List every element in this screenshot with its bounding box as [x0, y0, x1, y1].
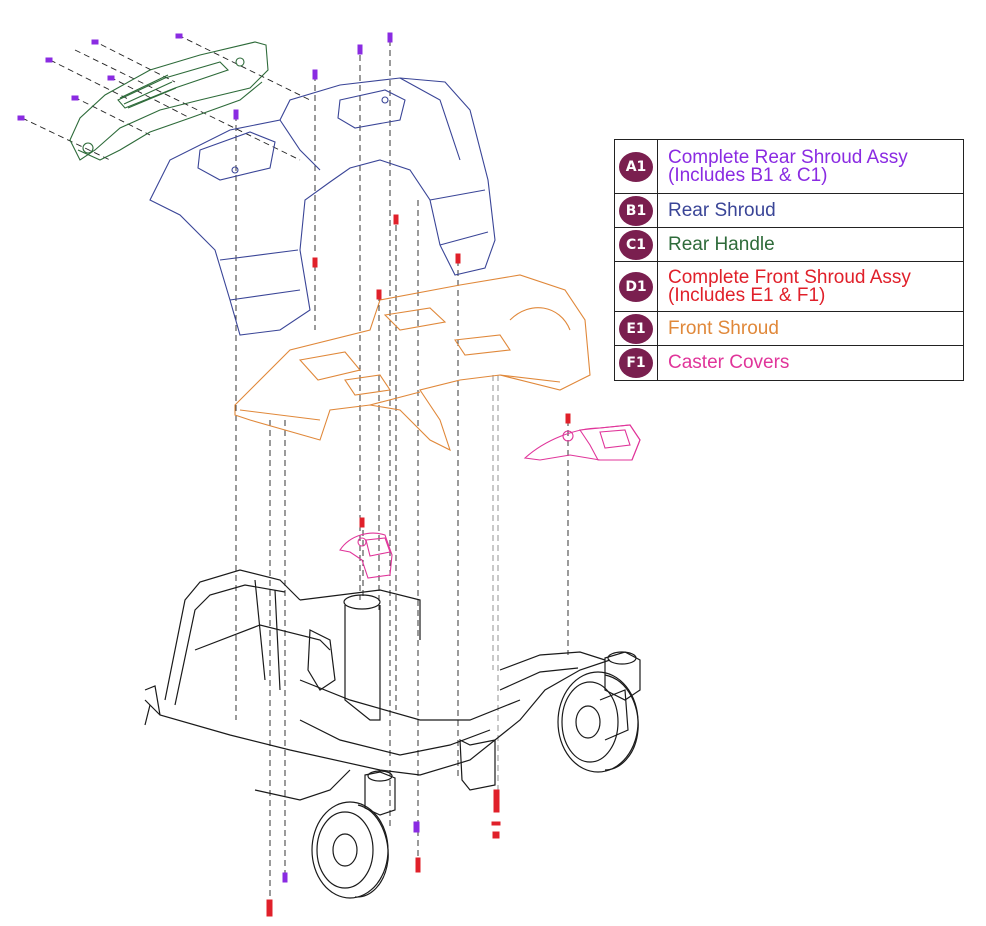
- screw: [312, 69, 318, 80]
- legend-label-d1: Complete Front Shroud Assy (Includes E1 …: [668, 266, 911, 306]
- screw: [45, 57, 53, 63]
- badge-f1: F1: [619, 348, 653, 378]
- screw: [266, 899, 273, 917]
- screw: [312, 257, 318, 268]
- badge-e1: E1: [619, 313, 653, 344]
- badge-b1: B1: [619, 195, 653, 226]
- legend-label-e1: Front Shroud: [668, 317, 779, 339]
- screw: [565, 413, 571, 424]
- assembly-guide-lines: [21, 34, 569, 905]
- legend-row-c1: C1 Rear Handle: [615, 228, 963, 262]
- screw: [376, 289, 382, 300]
- purple-screws: [17, 32, 420, 883]
- screw: [282, 872, 288, 883]
- rear-handle-part: [69, 41, 269, 161]
- legend-row-b1: B1 Rear Shroud: [615, 194, 963, 228]
- red-screws: [266, 214, 571, 917]
- screw: [17, 115, 25, 121]
- screw: [455, 253, 461, 264]
- legend-label-f1: Caster Covers: [668, 352, 790, 373]
- legend-label-a1: Complete Rear Shroud Assy (Includes B1 &…: [668, 146, 908, 186]
- badge-d1: D1: [619, 271, 653, 302]
- nut: [492, 831, 500, 839]
- legend-row-d1: D1 Complete Front Shroud Assy (Includes …: [615, 262, 963, 312]
- screw: [71, 95, 79, 101]
- front-left-wheel: [311, 801, 389, 899]
- screw: [393, 214, 399, 225]
- badge-c1: C1: [619, 229, 653, 260]
- parts-legend: A1 Complete Rear Shroud Assy (Includes B…: [614, 139, 964, 381]
- screw: [233, 109, 239, 120]
- screw: [91, 39, 99, 45]
- base-frame-part: [144, 569, 641, 816]
- screw: [107, 75, 115, 81]
- legend-row-f1: F1 Caster Covers: [615, 346, 963, 380]
- front-right-wheel: [557, 671, 639, 773]
- screw: [359, 517, 365, 528]
- legend-label-c1: Rear Handle: [668, 233, 775, 255]
- washer: [491, 821, 501, 826]
- screw: [387, 32, 393, 43]
- caster-cover-left: [339, 532, 393, 579]
- badge-a1: A1: [619, 151, 653, 182]
- screw: [415, 857, 421, 873]
- screw: [493, 789, 500, 813]
- front-shroud-part: [234, 274, 591, 452]
- legend-row-a1: A1 Complete Rear Shroud Assy (Includes B…: [615, 140, 963, 194]
- legend-row-e1: E1 Front Shroud: [615, 312, 963, 346]
- screw: [413, 821, 420, 833]
- rear-shroud-part: [149, 77, 496, 336]
- caster-cover-right: [523, 424, 641, 461]
- legend-label-b1: Rear Shroud: [668, 199, 776, 221]
- screw: [175, 33, 183, 39]
- screw: [357, 44, 363, 55]
